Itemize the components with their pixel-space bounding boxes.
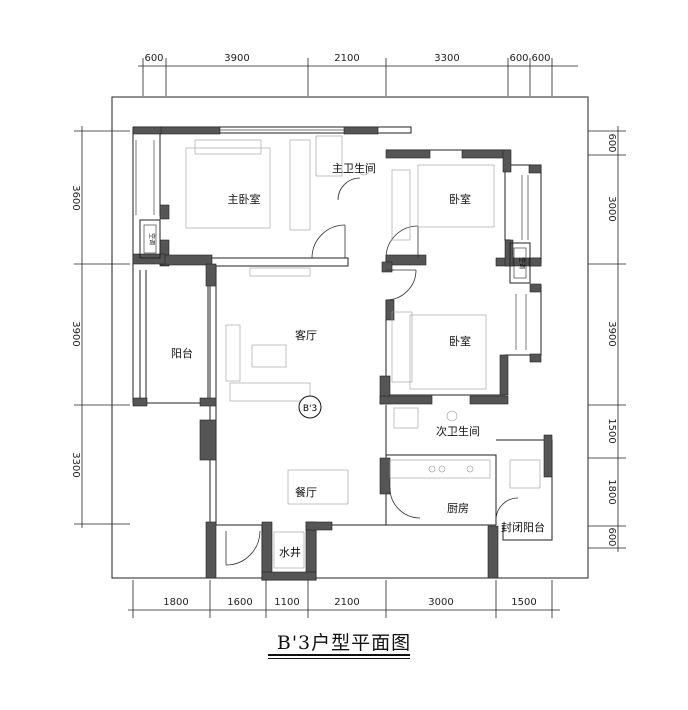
top-dim-5: 600	[509, 53, 528, 64]
bottom-dimension-line	[128, 580, 560, 618]
room-balcony: 阳台	[171, 346, 193, 360]
left-dim-1: 3600	[70, 185, 81, 210]
furniture	[185, 135, 541, 569]
room-master-bath: 主卫生间	[332, 161, 376, 175]
room-bedroom-2: 卧室	[449, 334, 471, 348]
title-underline	[268, 654, 410, 656]
left-dim-3: 3300	[70, 452, 81, 477]
top-dimension-line	[138, 58, 578, 96]
ac-label-left: 空调	[148, 233, 156, 245]
walls	[132, 126, 553, 581]
ac-unit-left: 空调	[139, 219, 161, 259]
top-dim-4: 3300	[434, 53, 459, 64]
room-second-bath: 次卫生间	[436, 424, 480, 438]
bottom-dim-5: 3000	[428, 597, 453, 608]
right-dim-5: 1800	[606, 479, 617, 504]
right-dimension-line	[588, 126, 626, 552]
room-living: 客厅	[295, 328, 317, 342]
top-dim-2: 3900	[224, 53, 249, 64]
right-dim-4: 1500	[606, 418, 617, 443]
top-dim-6: 600	[531, 53, 550, 64]
windows	[135, 129, 529, 350]
right-dim-3: 3900	[606, 321, 617, 346]
bottom-dim-6: 1500	[511, 597, 536, 608]
bottom-dim-2: 1600	[227, 597, 252, 608]
plan-marker: B'3	[298, 395, 322, 419]
solid-walls	[132, 126, 553, 581]
left-dim-2: 3900	[70, 321, 81, 346]
right-dim-1: 600	[606, 133, 617, 152]
bottom-dim-1: 1800	[163, 597, 188, 608]
room-kitchen: 厨房	[447, 502, 469, 515]
plan-title: B'3户型平面图	[276, 632, 412, 654]
room-enclosed-balcony: 封闭阳台	[501, 520, 545, 534]
room-dining: 餐厅	[295, 485, 317, 499]
right-dim-6: 600	[606, 527, 617, 546]
marker-label: B'3	[303, 404, 317, 414]
ac-label-right: 空调	[518, 257, 526, 269]
right-dim-2: 3000	[606, 196, 617, 221]
left-dimension-line	[74, 126, 130, 528]
title-underline-thin	[268, 658, 410, 659]
top-dim-1: 600	[144, 53, 163, 64]
top-dim-3: 2100	[334, 53, 359, 64]
ac-unit-right: 空调	[509, 242, 531, 284]
room-bedroom-1: 卧室	[449, 192, 471, 206]
bottom-dim-3: 1100	[274, 597, 299, 608]
bottom-dim-4: 2100	[334, 597, 359, 608]
room-water-shaft: 水井	[279, 545, 301, 559]
plan-frame	[111, 96, 589, 579]
doors	[225, 177, 519, 566]
room-master-bedroom: 主卧室	[228, 192, 261, 206]
